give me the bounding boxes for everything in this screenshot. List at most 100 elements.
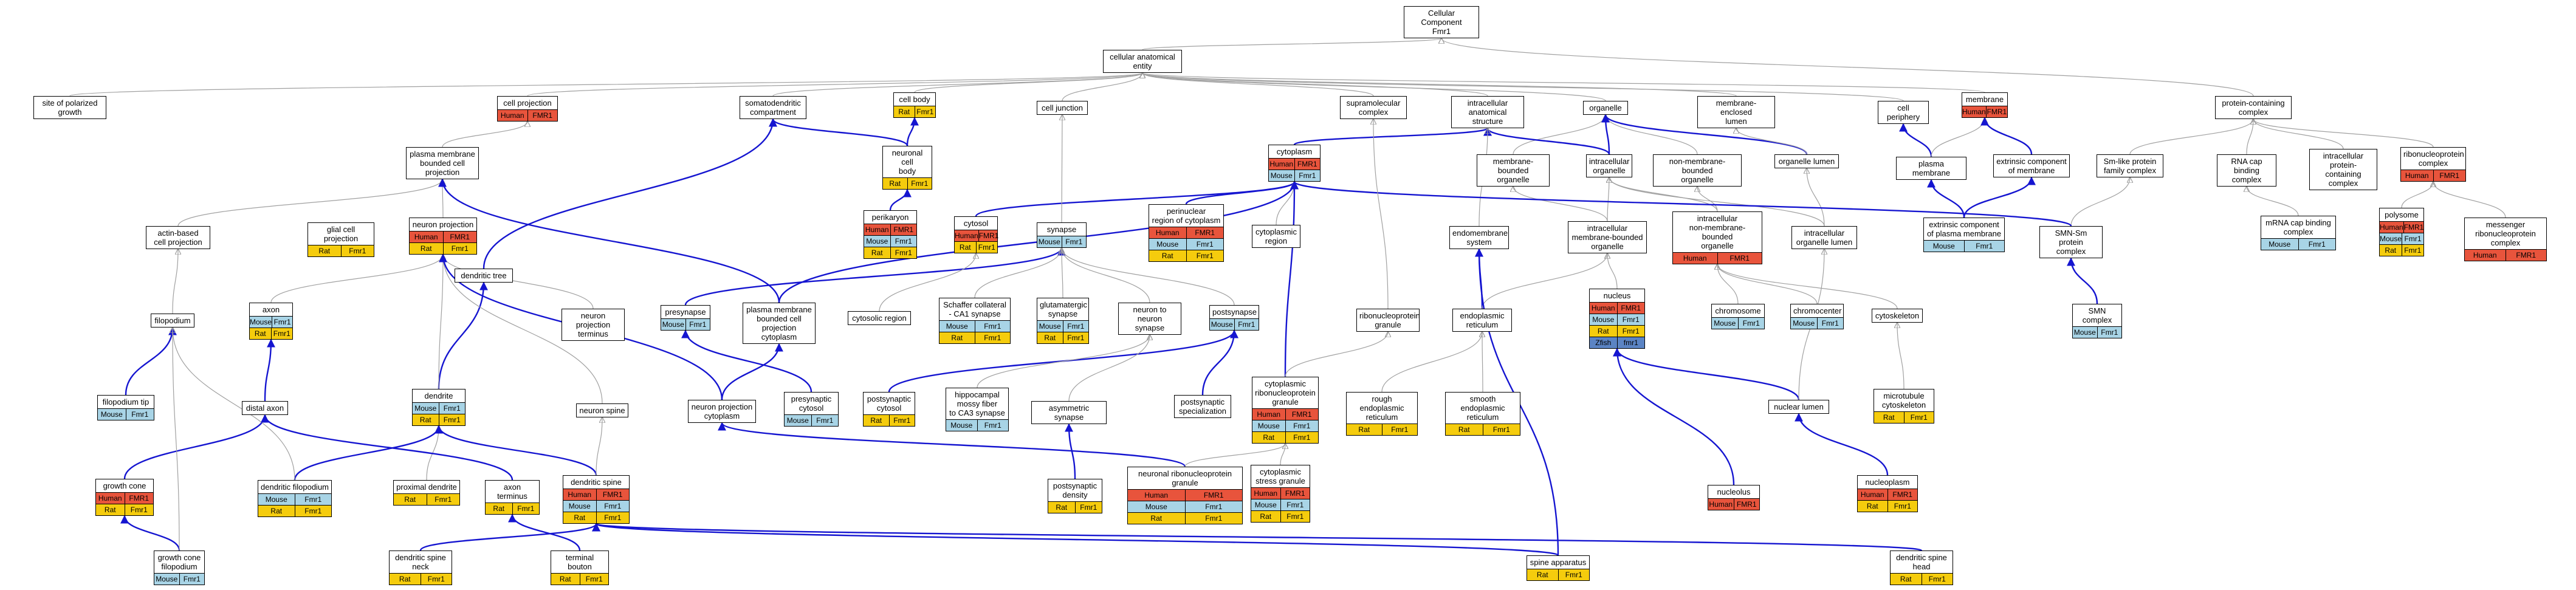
node-dendtree[interactable]: dendritic tree bbox=[455, 269, 513, 283]
gene-label: Fmr1 bbox=[890, 236, 917, 247]
node-organelle[interactable]: organelle bbox=[1583, 101, 1628, 115]
node-protcont[interactable]: protein-containing complex bbox=[2215, 96, 2292, 119]
node-intramembbound[interactable]: intracellular membrane-bounded organelle bbox=[1568, 221, 1647, 253]
node-cellperiph[interactable]: cell periphery bbox=[1878, 101, 1929, 124]
node-plasmamem[interactable]: plasma membrane bbox=[1896, 157, 1966, 180]
node-distalaxon[interactable]: distal axon bbox=[242, 401, 288, 415]
node-n2n[interactable]: neuron to neuron synapse bbox=[1118, 303, 1181, 335]
node-root[interactable]: Cellular Component Fmr1 bbox=[1404, 6, 1479, 38]
node-smnsm[interactable]: SMN-Sm protein complex bbox=[2039, 226, 2103, 258]
node-label: cytosol bbox=[963, 219, 989, 228]
gene-label: Fmr1 bbox=[1074, 502, 1102, 513]
gene-label: FMR1 bbox=[124, 493, 154, 504]
node-er[interactable]: endoplasmic reticulum bbox=[1452, 309, 1512, 332]
node-pmbcp[interactable]: plasma membrane bounded cell projection bbox=[406, 147, 479, 179]
node-membencl[interactable]: membrane-enclosed lumen bbox=[1697, 96, 1775, 128]
node-rnacap[interactable]: RNA cap binding complex bbox=[2217, 154, 2276, 187]
node-filopodium[interactable]: filopodium bbox=[151, 314, 194, 328]
node-nuclumen[interactable]: nuclear lumen bbox=[1768, 400, 1829, 414]
node-cytoskeleton[interactable]: cytoskeleton bbox=[1872, 309, 1923, 323]
node-nprojterm[interactable]: neuron projection terminus bbox=[562, 309, 625, 341]
node-intranonmemb[interactable]: intracellular non-membrane-bounded organ… bbox=[1672, 211, 1762, 264]
node-orglumen[interactable]: organelle lumen bbox=[1774, 154, 1839, 168]
gene-label: Fmr1 bbox=[438, 403, 465, 414]
node-intraprot[interactable]: intracellular protein-containing complex bbox=[2309, 149, 2377, 190]
node-actin[interactable]: actin-based cell projection bbox=[146, 226, 210, 249]
node-cae[interactable]: cellular anatomical entity bbox=[1103, 50, 1182, 73]
node-postspec[interactable]: postsynaptic specialization bbox=[1174, 395, 1231, 418]
node-extcomp[interactable]: extrinsic component of membrane bbox=[1993, 154, 2070, 177]
node-cytosolreg[interactable]: cytosolic region bbox=[848, 311, 911, 325]
node-supramol[interactable]: supramolecular complex bbox=[1340, 96, 1407, 119]
node-asym[interactable]: asymmetric synapse bbox=[1031, 401, 1107, 424]
node-intraanat[interactable]: intracellular anatomical structure bbox=[1451, 96, 1524, 128]
edge-extcomp-to-membrane bbox=[1980, 117, 2033, 155]
node-intraorglumen[interactable]: intracellular organelle lumen bbox=[1791, 226, 1857, 249]
node-nonmemb[interactable]: non-membrane-bounded organelle bbox=[1653, 154, 1742, 187]
species-label: Human bbox=[1962, 108, 1986, 116]
species-label: Rat bbox=[318, 247, 331, 255]
node-pmbcpcyto[interactable]: plasma membrane bounded cell projection … bbox=[743, 303, 816, 344]
node-intraorg[interactable]: intracellular organelle bbox=[1586, 154, 1632, 177]
node-endomem[interactable]: endomembrane system bbox=[1449, 226, 1509, 249]
node-smlike[interactable]: Sm-like protein family complex bbox=[2097, 154, 2163, 177]
node-neuronspine[interactable]: neuron spine bbox=[576, 403, 628, 417]
node-nprojcyto[interactable]: neuron projection cytoplasm bbox=[688, 400, 756, 423]
node-membbound[interactable]: membrane-bounded organelle bbox=[1477, 154, 1550, 187]
node-celljunc[interactable]: cell junction bbox=[1037, 101, 1088, 115]
node-rnpgran[interactable]: ribonucleoprotein granule bbox=[1356, 309, 1420, 332]
node-spg[interactable]: site of polarized growth bbox=[33, 96, 106, 119]
node-cytoregion[interactable]: cytoplasmic region bbox=[1252, 225, 1300, 248]
node-somato[interactable]: somatodendritic compartment bbox=[740, 96, 806, 119]
